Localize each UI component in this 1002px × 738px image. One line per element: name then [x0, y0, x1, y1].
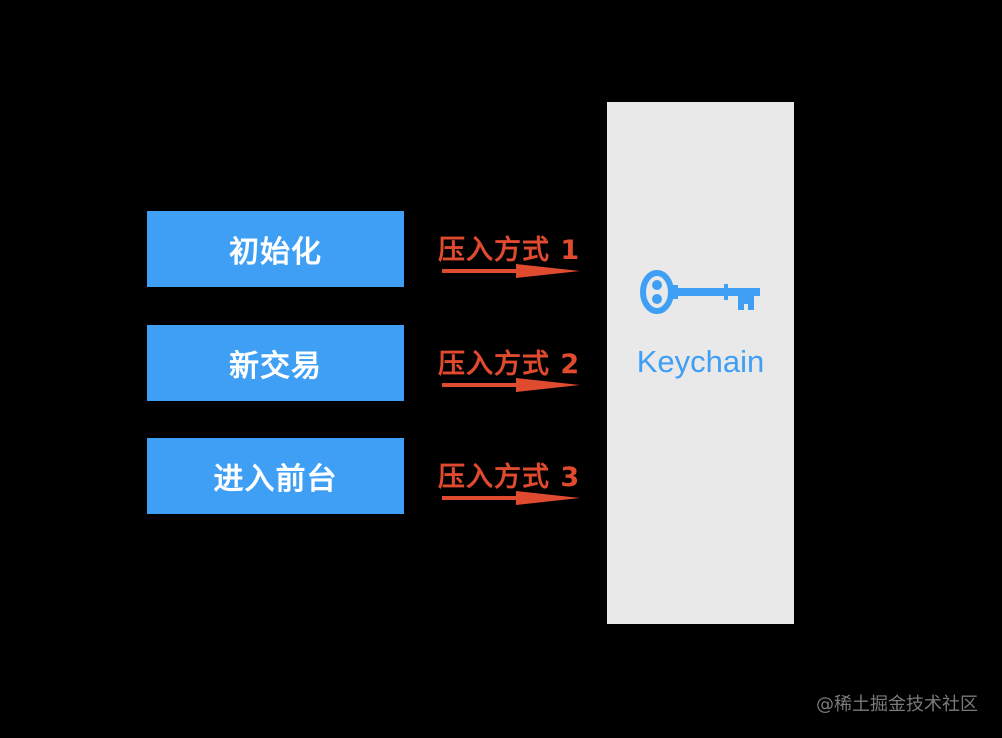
arrow-label-1: 压入方式 1	[438, 235, 581, 266]
arrow-group-1: 压入方式 1	[438, 228, 588, 288]
arrow-right-icon	[442, 378, 580, 392]
event-label-enter-foreground: 进入前台	[213, 462, 338, 497]
event-box-enter-foreground: 进入前台	[147, 438, 404, 514]
arrow-group-3: 压入方式 3	[438, 455, 588, 515]
event-label-init: 初始化	[229, 235, 322, 270]
arrow-right-icon	[442, 264, 580, 278]
event-box-init: 初始化	[147, 211, 404, 287]
event-label-new-transaction: 新交易	[229, 349, 322, 384]
keychain-label: Keychain	[636, 344, 765, 379]
watermark: @稀土掘金技术社区	[816, 694, 978, 715]
key-icon	[640, 270, 760, 314]
arrow-label-3: 压入方式 3	[438, 462, 581, 493]
arrow-label-2: 压入方式 2	[438, 349, 581, 380]
event-box-new-transaction: 新交易	[147, 325, 404, 401]
arrow-group-2: 压入方式 2	[438, 342, 588, 402]
keychain-panel: Keychain	[607, 102, 794, 624]
arrow-right-icon	[442, 491, 580, 505]
